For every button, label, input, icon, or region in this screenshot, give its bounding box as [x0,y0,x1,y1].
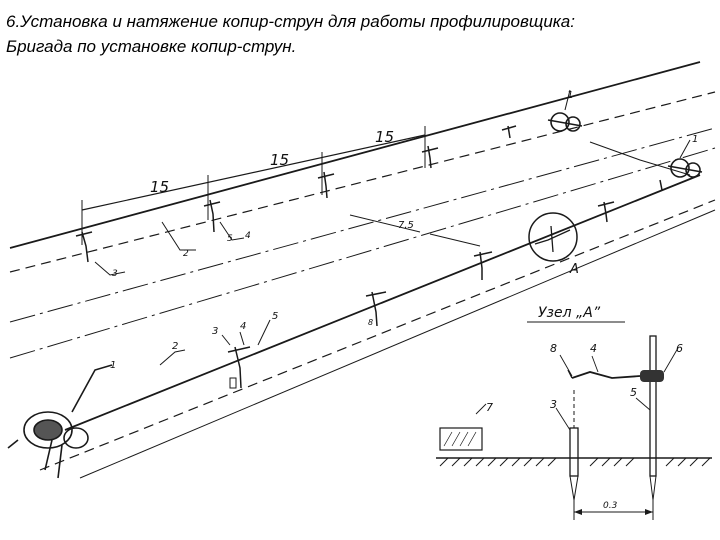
lower-leaders [159,319,271,366]
lower-dashed-edge [39,199,716,471]
node-callout-rod: 8 [550,342,557,355]
node-a-detail: Узел „А” 0.3 [436,305,712,520]
callout-rod-lower: 8 [368,318,373,327]
axis-line-1 [9,127,716,323]
dimension-label-2: 15 [270,151,289,169]
callout-clamp-upper: 4 [245,231,251,241]
lower-edge [79,209,716,479]
callout-winch-right: 1 [692,134,698,145]
node-callout-holder: 6 [676,342,683,355]
leaders [94,89,691,276]
offset-label: 7.5 [398,220,414,231]
upper-stakes [75,125,517,263]
winch-lower-left [7,364,113,479]
lower-copy-string [64,174,701,431]
caption-line-2: Бригада по установке копир-струн. [6,37,297,56]
upper-copy-string [9,61,701,249]
axis-line-2 [9,147,716,359]
road-lines [9,61,716,479]
lower-stakes [227,179,663,389]
callout-post-lower: 5 [272,311,278,322]
node-callout-stake: 3 [550,398,557,411]
callout-winch-lower: 1 [110,360,116,371]
callout-string-upper: 2 [183,249,189,259]
node-a-title: Узел „А” [538,305,601,321]
upper-dashed-edge [9,91,716,273]
caption: 6.Установка и натяжение копир-струн для … [6,9,714,59]
dimension-label-1: 15 [150,178,169,196]
node-a-circle [528,212,578,262]
caption-line-1: 6.Установка и натяжение копир-струн для … [6,12,575,31]
callout-clamp-lower: 4 [240,321,246,332]
node-callout-base: 7 [486,401,493,414]
node-dimension: 0.3 [603,501,618,511]
callout-stake-upper: 3 [112,269,118,279]
dimension-label-3: 15 [375,128,394,146]
winch-right [667,158,703,178]
callout-stake-lower: 3 [212,326,218,337]
stake-block [229,377,237,389]
callout-string-lower: 2 [172,341,178,352]
node-a-marker: A [569,262,579,277]
winch-upper [547,112,583,132]
node-callout-post: 5 [630,386,637,399]
node-callout-clamp: 4 [590,342,597,355]
callout-post-upper: 5 [227,234,233,244]
callout-winch-upper: 1 [567,90,573,101]
dimension-line: 15 15 15 [81,126,426,245]
